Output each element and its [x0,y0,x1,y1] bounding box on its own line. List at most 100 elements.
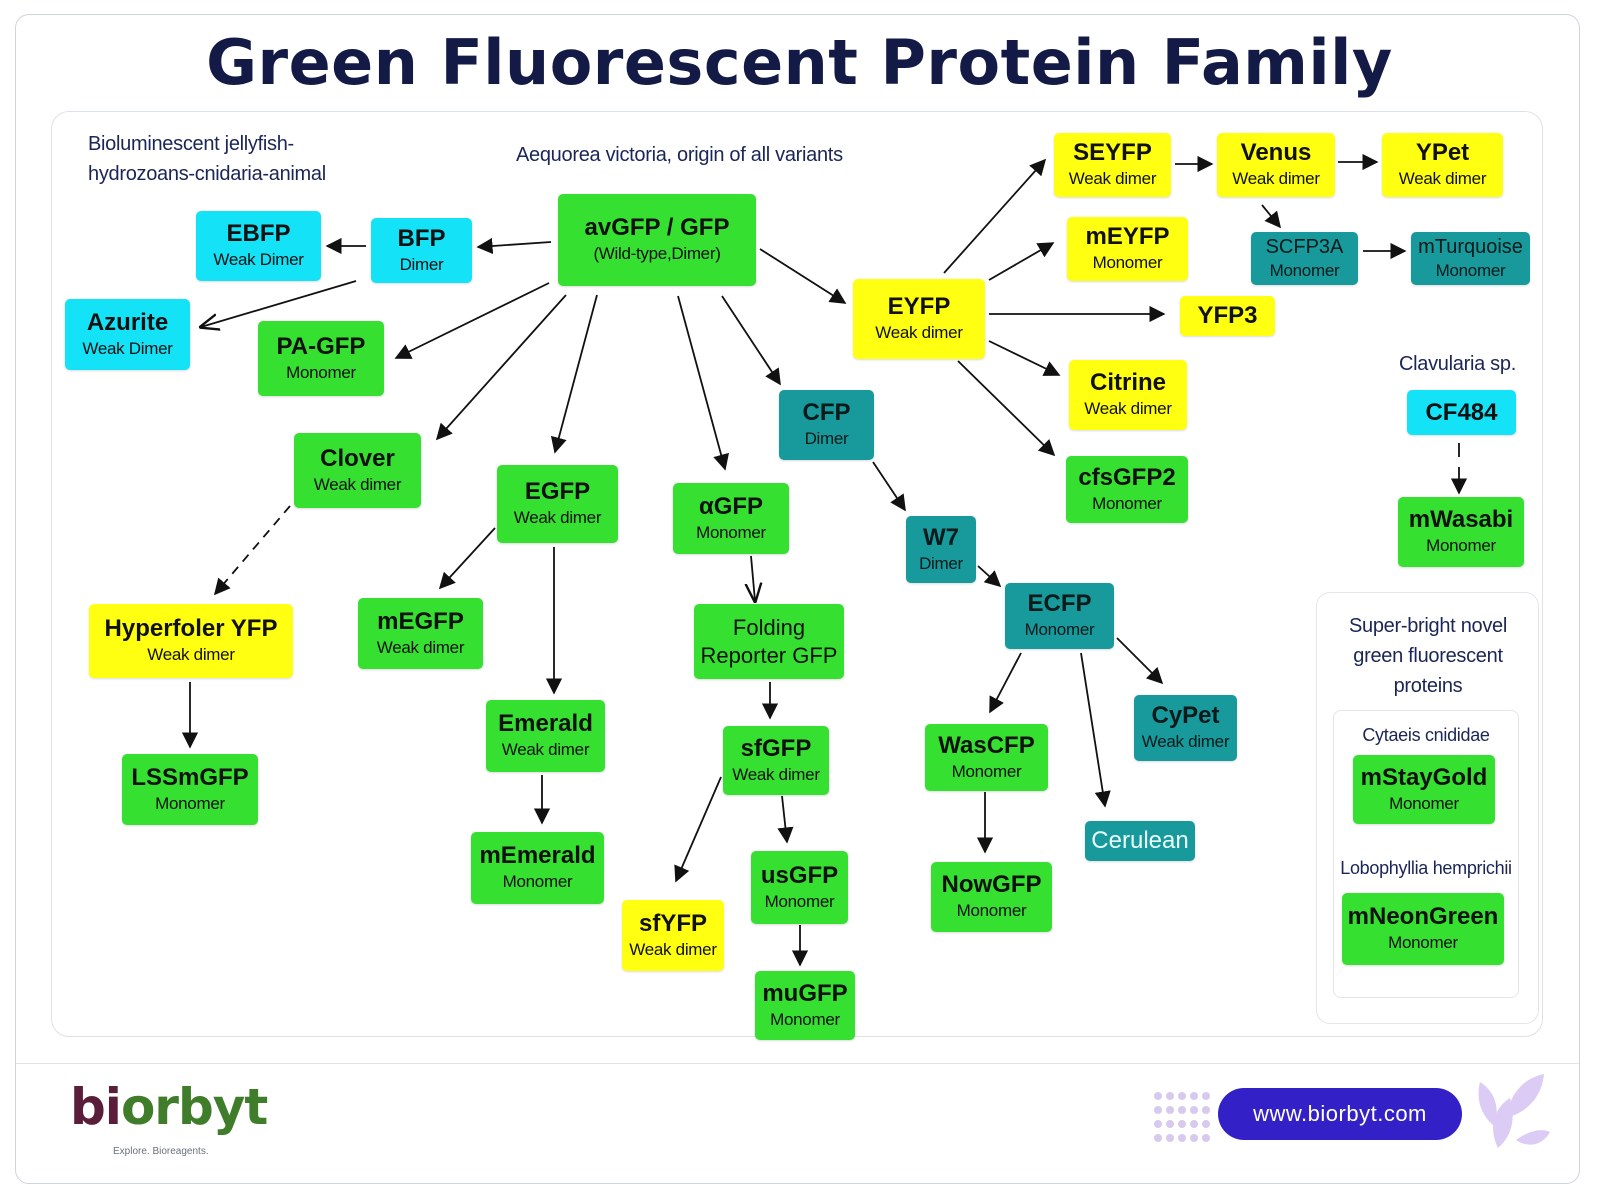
node-mstaygold-name: mStayGold [1360,763,1488,791]
node-mturquoise: mTurquoise Monomer [1411,232,1530,285]
arrow-agfp-folding [751,555,755,601]
node-cf484: CF484 [1407,390,1516,435]
node-emerald: Emerald Weak dimer [486,700,605,772]
node-yfp3-name: YFP3 [1197,302,1258,329]
node-clover-name: Clover [320,444,395,472]
node-sfyfp-name: sfYFP [638,909,707,937]
logo-text-part1: bi [70,1078,122,1136]
leaf-decoration-icon [1478,1074,1550,1148]
node-mneongreen-name: mNeonGreen [1347,903,1499,930]
superbright-note: Super-bright novel green fluorescent pro… [1320,611,1536,701]
node-megfp: mEGFP Weak dimer [358,598,483,669]
superbright-inner-group [1333,710,1519,998]
node-scfp3a-name: SCFP3A [1265,235,1344,258]
node-ecfp-name: ECFP [1027,590,1092,617]
arrow-ecfp-cypet [1116,637,1164,685]
dot-pattern-decoration [1154,1092,1210,1142]
node-cfp: CFP Dimer [779,390,874,460]
node-megfp-sub: Weak dimer [376,637,465,657]
arrow-avgfp-eyfp [759,248,847,304]
node-lssmgfp-sub: Monomer [155,793,225,813]
node-egfp-name: EGFP [524,478,591,505]
node-sfgfp-sub: Weak dimer [732,764,820,784]
bioluminescent-note: Bioluminescent jellyfish- hydrozoans-cni… [88,129,326,189]
node-azurite-name: Azurite [86,308,169,336]
biorbyt-logo[interactable]: biorbyt [70,1078,268,1136]
arrow-clover-hyperfoler [213,505,291,596]
node-memerald: mEmerald Monomer [471,832,604,904]
node-megfp-name: mEGFP [377,607,464,635]
node-bfp: BFP Dimer [371,218,472,283]
node-sfyfp: sfYFP Weak dimer [622,900,724,971]
arrow-bfp-azurite [201,280,357,327]
logo-tagline: Explore. Bioreagents. [113,1146,209,1157]
node-clover: Clover Weak dimer [294,433,421,508]
superbright-note-line3: proteins [1393,675,1463,697]
arrow-egfp-megfp [438,527,496,590]
node-clover-sub: Weak dimer [313,474,402,494]
node-cypet-name: CyPet [1151,702,1220,729]
node-pagfp: PA-GFP Monomer [258,321,384,396]
node-ebfp-sub: Weak Dimer [213,250,304,269]
arrow-eyfp-meyfp [988,242,1055,281]
node-mturquoise-name: mTurquoise [1418,235,1523,258]
node-w7-name: W7 [923,523,959,551]
node-pagfp-name: PA-GFP [276,332,366,360]
arrow-avgfp-bfp [476,237,552,255]
node-hyperfoler-name: Hyperfoler YFP [104,615,278,642]
arrow-eyfp-cfsgfp2 [957,360,1056,457]
node-nowgfp-sub: Monomer [956,901,1027,920]
arrow-avgfp-agfp [677,295,729,471]
node-venus-sub: Weak dimer [1232,169,1320,188]
website-link[interactable]: www.biorbyt.com [1218,1088,1462,1140]
node-w7-sub: Dimer [919,553,963,573]
node-meyfp: mEYFP Monomer [1067,217,1188,281]
superbright-group [1316,592,1539,1024]
node-cf484-name: CF484 [1425,398,1498,426]
node-yfp3: YFP3 [1180,296,1275,336]
node-venus: Venus Weak dimer [1217,133,1335,197]
node-usgfp-name: usGFP [760,861,839,889]
clavularia-note: Clavularia sp. [1399,353,1516,375]
node-eyfp: EYFP Weak dimer [853,279,985,359]
arrow-venus-scfp3a [1261,204,1282,229]
node-mugfp: muGFP Monomer [755,971,855,1040]
node-w7: W7 Dimer [906,516,976,583]
node-agfp-sub: Monomer [696,522,766,542]
node-meyfp-sub: Monomer [1092,253,1163,272]
arrow-ecfp-cerulean [1080,652,1111,808]
node-cfsgfp2-sub: Monomer [1092,493,1162,513]
node-sfyfp-sub: Weak dimer [629,939,717,959]
node-memerald-name: mEmerald [479,842,596,869]
superbright-note-line2: green fluorescent [1353,645,1503,667]
page-title: Green Fluorescent Protein Family [206,26,1393,99]
node-folding-sub: Reporter GFP [700,642,838,668]
node-ypet-name: YPet [1415,139,1470,166]
node-seyfp: SEYFP Weak dimer [1054,133,1171,197]
arrow-avgfp-clover [435,294,567,441]
node-eyfp-name: EYFP [887,293,951,320]
node-egfp-sub: Weak dimer [513,508,602,527]
node-wascfp-name: WasCFP [938,731,1035,759]
node-azurite: Azurite Weak Dimer [65,299,190,370]
bioluminescent-note-line2: hydrozoans-cnidaria-animal [88,163,326,185]
node-folding-name: Folding [732,614,806,640]
arrow-sfgfp-usgfp [777,795,794,844]
arrow-cfp-w7 [872,461,906,512]
node-seyfp-name: SEYFP [1073,139,1152,166]
arrow-ecfp-wascfp [989,652,1022,714]
node-ypet: YPet Weak dimer [1382,133,1503,197]
node-avgfp: avGFP / GFP (Wild-type,Dimer) [558,194,756,286]
arrow-avgfp-cfp [721,295,781,386]
node-cypet-sub: Weak dimer [1141,732,1230,751]
node-venus-name: Venus [1240,139,1312,166]
node-mstaygold: mStayGold Monomer [1353,755,1495,824]
arrow-sfgfp-sfyfp [674,776,722,883]
node-azurite-sub: Weak Dimer [82,338,173,358]
node-avgfp-name: avGFP / GFP [584,214,730,241]
node-memerald-sub: Monomer [502,872,573,891]
node-lssmgfp-name: LSSmGFP [131,763,249,791]
node-citrine: Citrine Weak dimer [1069,360,1187,430]
node-egfp: EGFP Weak dimer [497,465,618,543]
